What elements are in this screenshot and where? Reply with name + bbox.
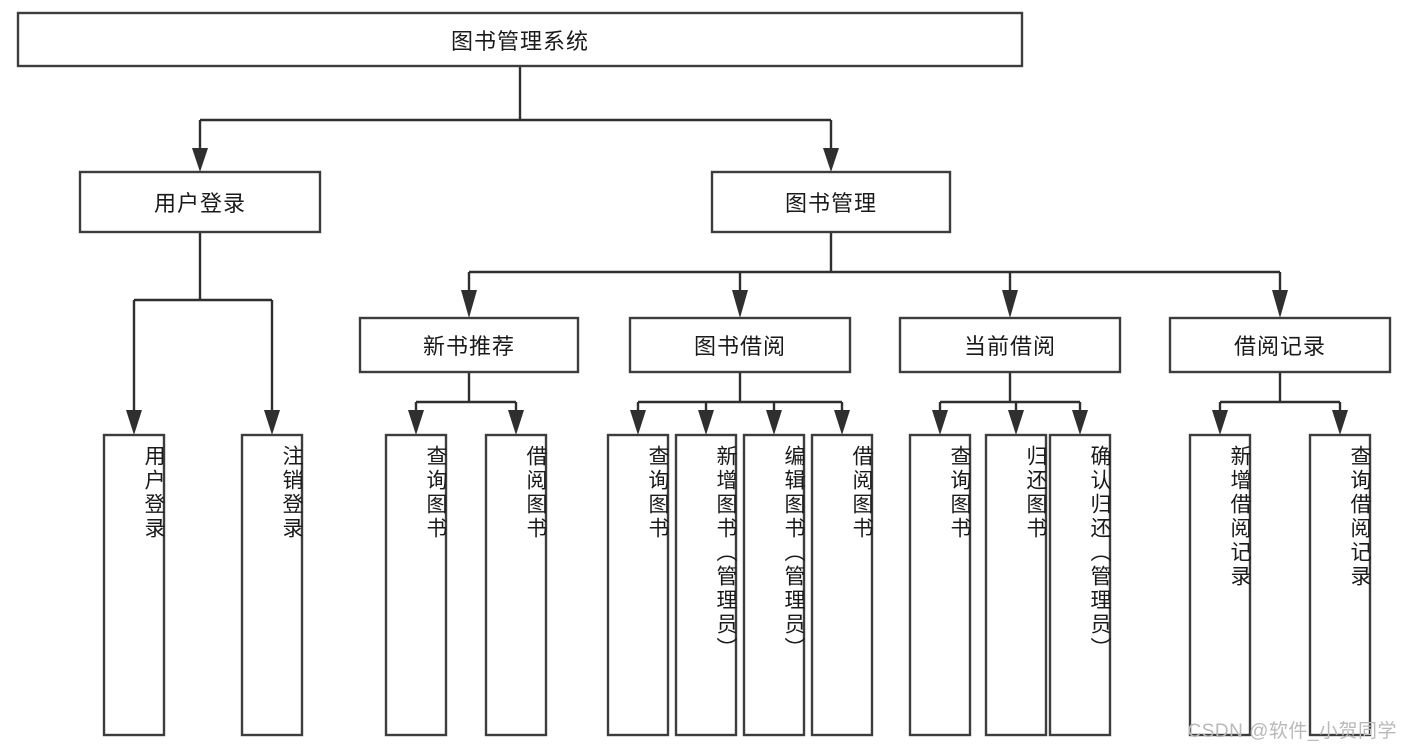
arrowhead-leaf-edit-book bbox=[766, 410, 782, 435]
arrowhead-current-borrow bbox=[1002, 290, 1018, 318]
node-box-leaf-add-book[interactable] bbox=[674, 433, 738, 737]
csdn-watermark: CSDN @软件_小贺同学 bbox=[1187, 721, 1397, 742]
node-box-leaf-edit-book[interactable] bbox=[742, 433, 806, 737]
node-box-new-book-rec[interactable] bbox=[358, 316, 580, 374]
node-box-leaf-query-book-3[interactable] bbox=[908, 433, 972, 737]
node-box-user-login[interactable] bbox=[78, 170, 322, 234]
arrowhead-leaf-query-book-3 bbox=[932, 410, 948, 435]
node-box-leaf-confirm-return[interactable] bbox=[1048, 433, 1112, 737]
arrowhead-borrow-record bbox=[1272, 290, 1288, 318]
node-box-root[interactable] bbox=[16, 11, 1024, 68]
arrowhead-leaf-confirm-return bbox=[1072, 410, 1088, 435]
node-box-leaf-user-login[interactable] bbox=[102, 433, 166, 737]
arrowhead-leaf-return-book bbox=[1008, 410, 1024, 435]
node-box-leaf-query-book-2[interactable] bbox=[606, 433, 670, 737]
edges-layer bbox=[126, 66, 1348, 435]
arrowhead-leaf-add-record bbox=[1212, 410, 1228, 435]
node-box-leaf-borrow-book-1[interactable] bbox=[484, 433, 548, 737]
node-box-leaf-query-book-1[interactable] bbox=[384, 433, 448, 737]
node-box-leaf-logout-login[interactable] bbox=[240, 433, 304, 737]
node-box-borrow-record[interactable] bbox=[1168, 316, 1392, 374]
node-box-leaf-query-record[interactable] bbox=[1308, 433, 1372, 737]
arrowhead-leaf-user-login bbox=[126, 410, 142, 435]
arrowhead-leaf-borrow-book-1 bbox=[508, 410, 524, 435]
arrowhead-book-manage bbox=[823, 148, 839, 172]
arrowhead-leaf-query-book-2 bbox=[630, 410, 646, 435]
arrowhead-leaf-add-book bbox=[698, 410, 714, 435]
arrowhead-leaf-query-record bbox=[1332, 410, 1348, 435]
node-box-book-manage[interactable] bbox=[710, 170, 952, 234]
node-box-leaf-return-book[interactable] bbox=[984, 433, 1048, 737]
arrowhead-book-borrow bbox=[732, 290, 748, 318]
arrowhead-user-login bbox=[192, 148, 208, 172]
node-box-current-borrow[interactable] bbox=[898, 316, 1122, 374]
boxes-layer bbox=[16, 11, 1392, 737]
arrowhead-new-book-rec bbox=[461, 290, 477, 318]
arrowhead-leaf-logout-login bbox=[264, 410, 280, 435]
arrowhead-leaf-query-book-1 bbox=[408, 410, 424, 435]
node-box-leaf-borrow-book-2[interactable] bbox=[810, 433, 874, 737]
arrowhead-leaf-borrow-book-2 bbox=[834, 410, 850, 435]
node-box-leaf-add-record[interactable] bbox=[1188, 433, 1252, 737]
node-box-book-borrow[interactable] bbox=[628, 316, 852, 374]
